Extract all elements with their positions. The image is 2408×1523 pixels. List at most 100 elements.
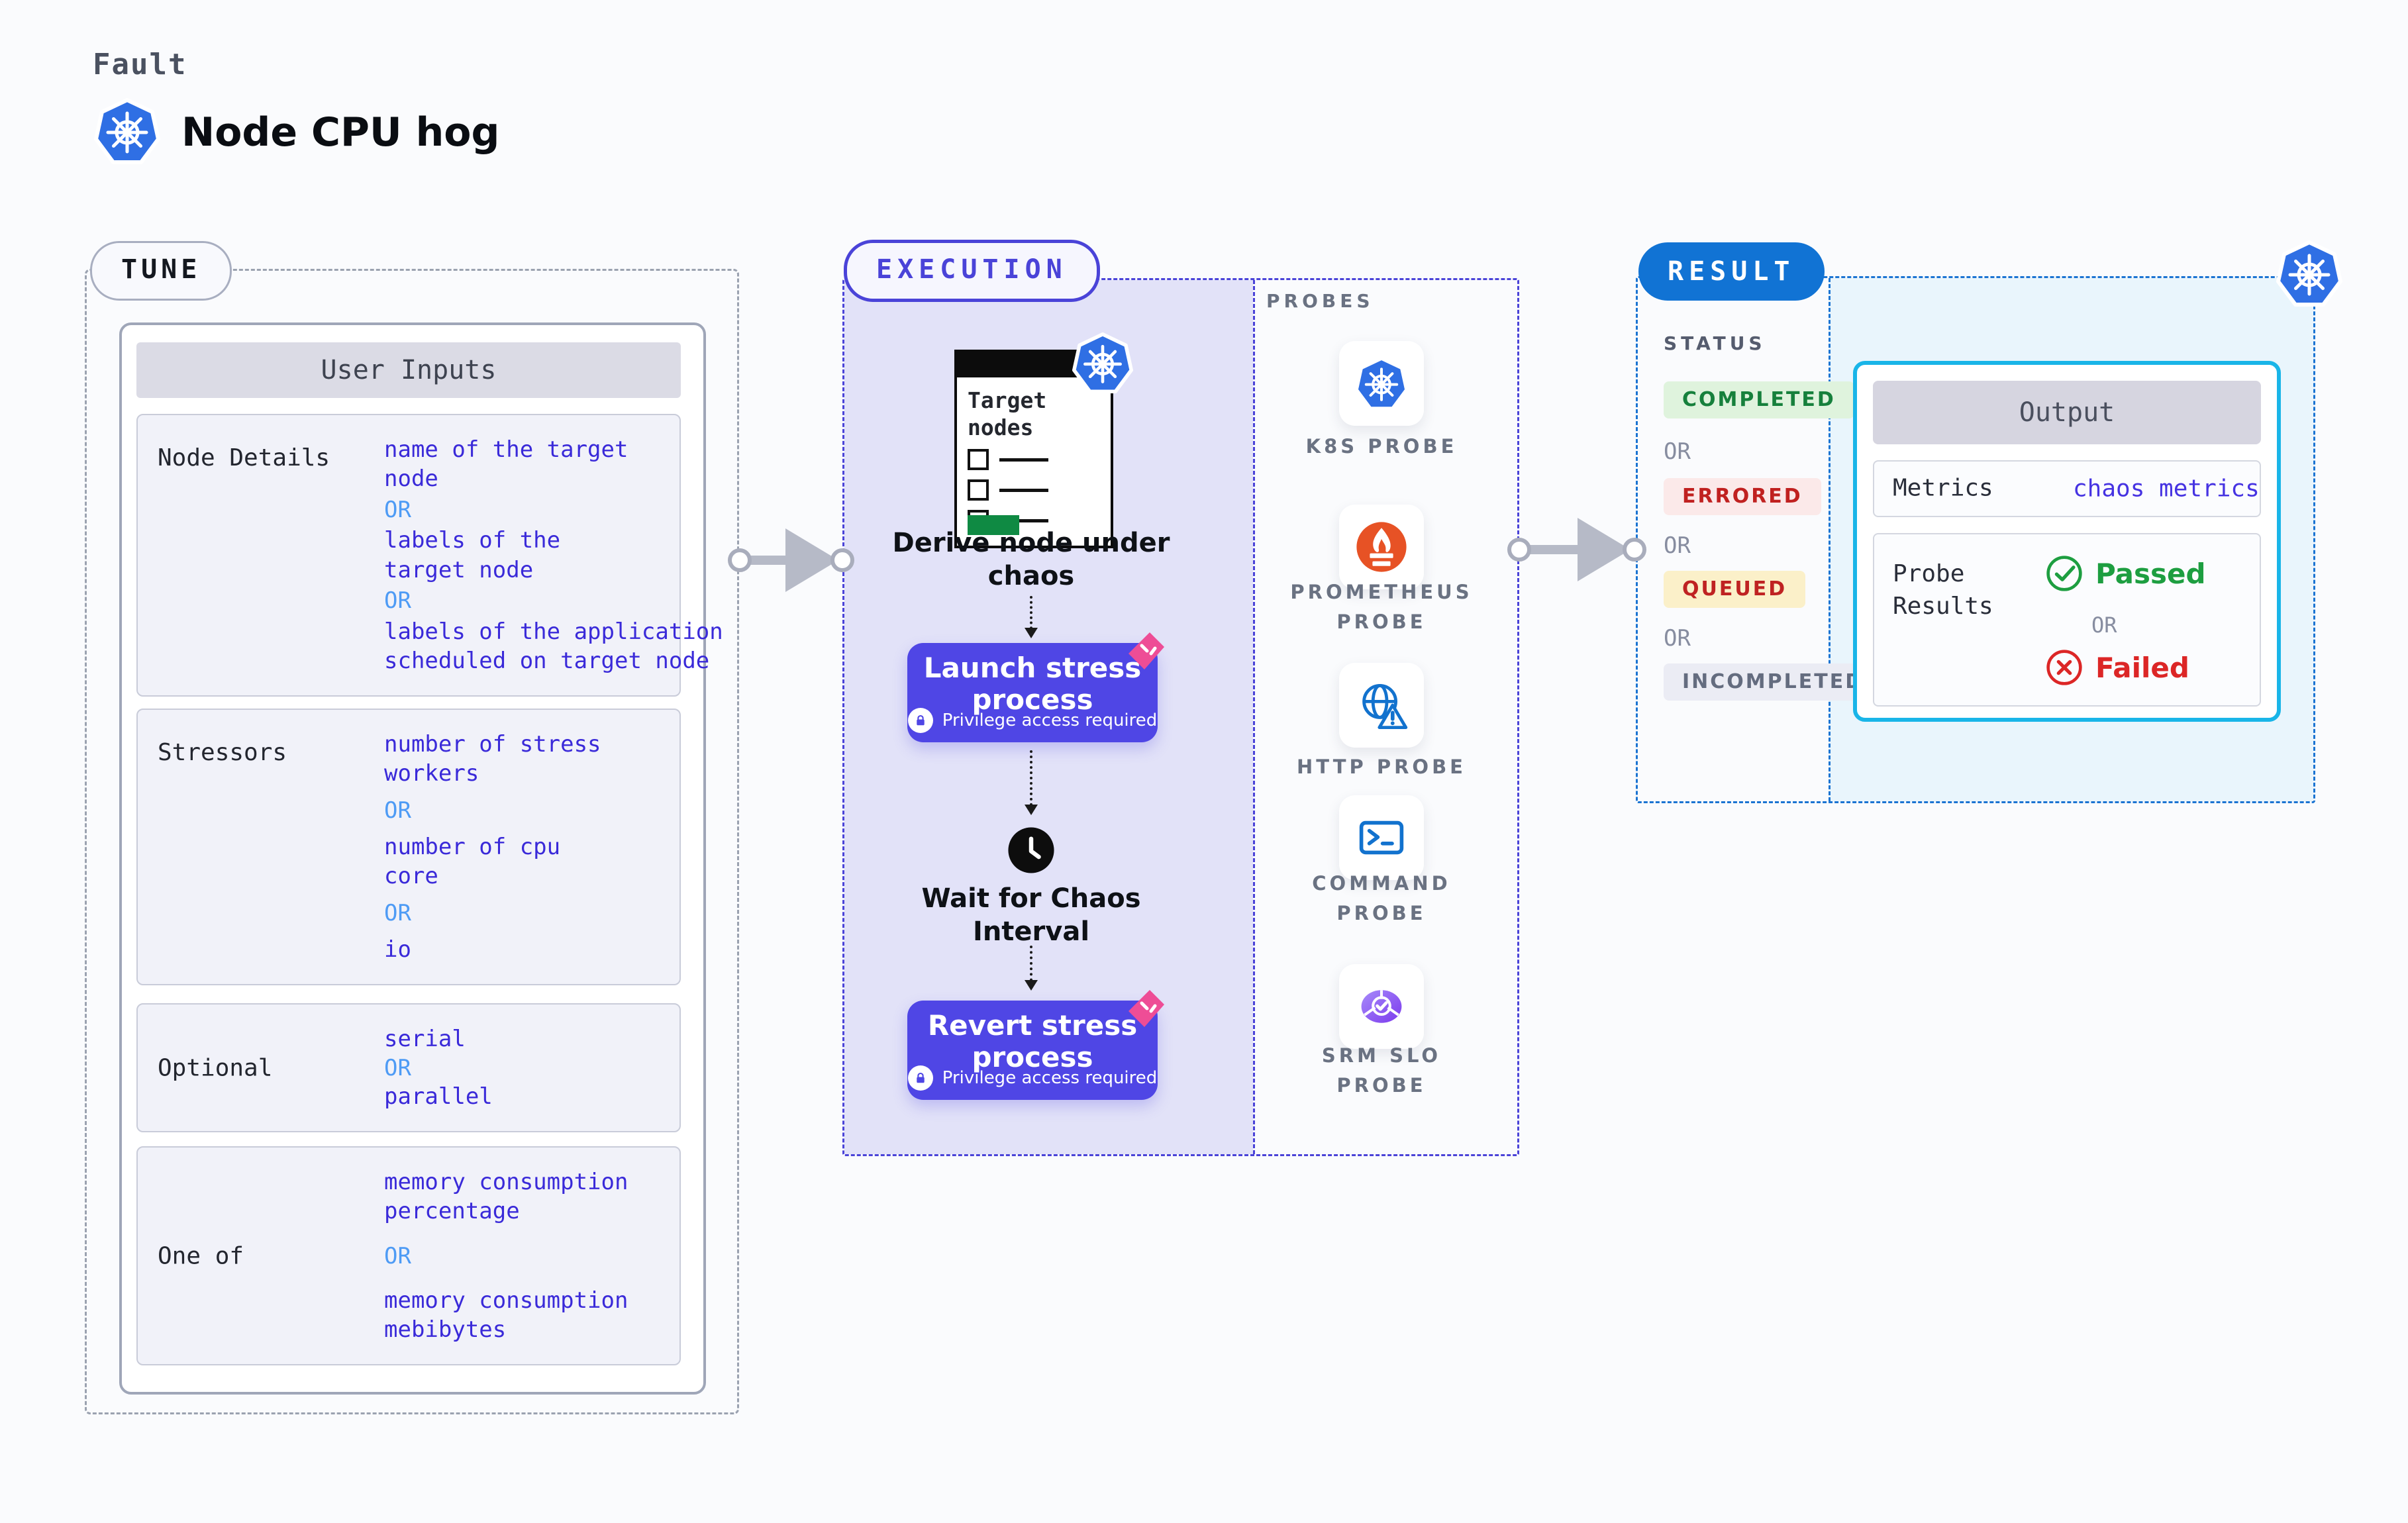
status-badge-errored: ERRORED (1664, 478, 1821, 515)
row-label: Stressors (158, 739, 287, 766)
execution-badge: EXECUTION (844, 240, 1100, 302)
failed-x-icon (2045, 648, 2083, 687)
page-title: Node CPU hog (181, 109, 500, 156)
checklist-item (968, 449, 1048, 470)
probe-results-label: Probe Results (1893, 560, 1993, 620)
row-label: One of (158, 1242, 244, 1269)
row-value: labels of the application scheduled on t… (384, 618, 723, 674)
row-value: number of cpu core (384, 833, 561, 890)
lock-icon (907, 1065, 933, 1091)
status-badge-incompleted: INCOMPLETED (1664, 663, 1883, 701)
target-nodes-title: Target nodes (968, 387, 1047, 441)
lock-icon (907, 708, 933, 733)
target-nodes-card: Target nodes (954, 350, 1113, 548)
or-separator: OR (384, 1054, 411, 1081)
result-badge: RESULT (1638, 242, 1825, 301)
k8s-probe-card (1339, 341, 1424, 426)
ribbon-icon (1125, 631, 1166, 672)
revert-stress-node: Revert stress process Privilege access r… (907, 1001, 1158, 1100)
output-header: Output (1873, 381, 2261, 444)
or-separator: OR (384, 797, 411, 824)
launch-stress-title: Launch stress process (923, 652, 1142, 716)
or-separator: OR (1664, 532, 1691, 559)
terminal-icon (1355, 811, 1408, 864)
kubernetes-icon (1355, 357, 1408, 410)
connector-endpoint (830, 548, 854, 572)
ribbon-icon (1125, 989, 1166, 1030)
probe-label: COMMAND PROBE (1312, 872, 1451, 924)
row-value: io (384, 936, 411, 963)
flow-arrow-down (1025, 596, 1038, 638)
row-stressors: Stressors number of stress workers OR nu… (136, 709, 681, 985)
probes-divider (1253, 280, 1255, 1154)
kubernetes-icon (2276, 240, 2342, 307)
privilege-note: Privilege access required (942, 1068, 1158, 1088)
fault-kicker: Fault (93, 48, 187, 81)
row-value: name of the target node (384, 436, 628, 493)
wait-interval-label: Wait for Chaos Interval (921, 883, 1141, 947)
metrics-row: Metrics chaos metrics (1873, 460, 2261, 517)
flow-arrow-down (1025, 750, 1038, 815)
failed-label: Failed (2095, 651, 2189, 684)
connector-line (1523, 545, 1587, 554)
probes-heading: PROBES (1266, 290, 1374, 312)
prometheus-probe-card (1339, 505, 1424, 589)
metrics-value: chaos metrics (2073, 475, 2260, 503)
row-value: number of stress workers (384, 731, 601, 787)
prometheus-icon (1356, 522, 1407, 572)
row-value: memory consumption percentage (384, 1169, 628, 1225)
user-inputs-header: User Inputs (136, 342, 681, 398)
tune-badge: TUNE (90, 241, 232, 301)
flow-arrow-down (1025, 946, 1038, 991)
metrics-label: Metrics (1893, 474, 1993, 502)
row-label: Node Details (158, 444, 330, 471)
row-label: Optional (158, 1054, 273, 1081)
kubernetes-icon (94, 98, 160, 164)
or-separator: OR (384, 899, 411, 926)
connector-arrowhead (1578, 518, 1630, 581)
connector-endpoint (1507, 538, 1531, 562)
passed-label: Passed (2095, 557, 2206, 590)
http-globe-warning-icon (1355, 679, 1408, 732)
slo-check-icon (1355, 980, 1408, 1033)
command-probe-card (1339, 795, 1424, 880)
derive-node-label: Derive node under chaos (892, 528, 1170, 591)
checklist-item (968, 479, 1048, 501)
probe-label: SRM SLO PROBE (1321, 1044, 1442, 1097)
row-value: memory consumption mebibytes (384, 1287, 628, 1343)
or-separator: OR (2091, 613, 2117, 638)
status-heading: STATUS (1664, 332, 1766, 354)
progress-bar (968, 515, 1019, 535)
launch-stress-node: Launch stress process Privilege access r… (907, 643, 1158, 742)
clock-icon (1007, 826, 1055, 874)
row-value: labels of the target node (384, 527, 561, 583)
or-separator: OR (1664, 625, 1691, 652)
connector-endpoint (728, 548, 752, 572)
or-separator: OR (384, 496, 411, 523)
http-probe-card (1339, 663, 1424, 748)
passed-check-icon (2045, 554, 2083, 593)
or-separator: OR (384, 1242, 411, 1269)
or-separator: OR (384, 587, 411, 614)
output-card: Output Metrics chaos metrics Probe Resul… (1853, 361, 2281, 722)
row-node-details: Node Details name of the target node OR … (136, 414, 723, 697)
user-inputs-card: User Inputs Node Details name of the tar… (119, 322, 723, 1395)
kubernetes-icon (1072, 332, 1133, 393)
connector-endpoint (1623, 538, 1646, 562)
privilege-note: Privilege access required (942, 711, 1158, 730)
row-optional: Optional serial OR parallel (136, 1003, 681, 1132)
row-one-of: One of memory consumption percentage OR … (136, 1146, 681, 1365)
probe-label: HTTP PROBE (1296, 756, 1466, 778)
srm-slo-probe-card (1339, 964, 1424, 1049)
row-value: serial (384, 1026, 466, 1052)
probe-label: PROMETHEUS PROBE (1290, 581, 1473, 633)
probe-label: K8S PROBE (1305, 435, 1458, 458)
probe-results-row: Probe Results Passed OR Failed (1873, 533, 2261, 707)
row-value: parallel (384, 1083, 493, 1110)
connector-arrowhead (785, 528, 838, 592)
revert-stress-title: Revert stress process (927, 1009, 1138, 1074)
status-badge-completed: COMPLETED (1664, 381, 1854, 418)
status-badge-queued: QUEUED (1664, 571, 1806, 608)
tune-section (85, 269, 739, 1414)
